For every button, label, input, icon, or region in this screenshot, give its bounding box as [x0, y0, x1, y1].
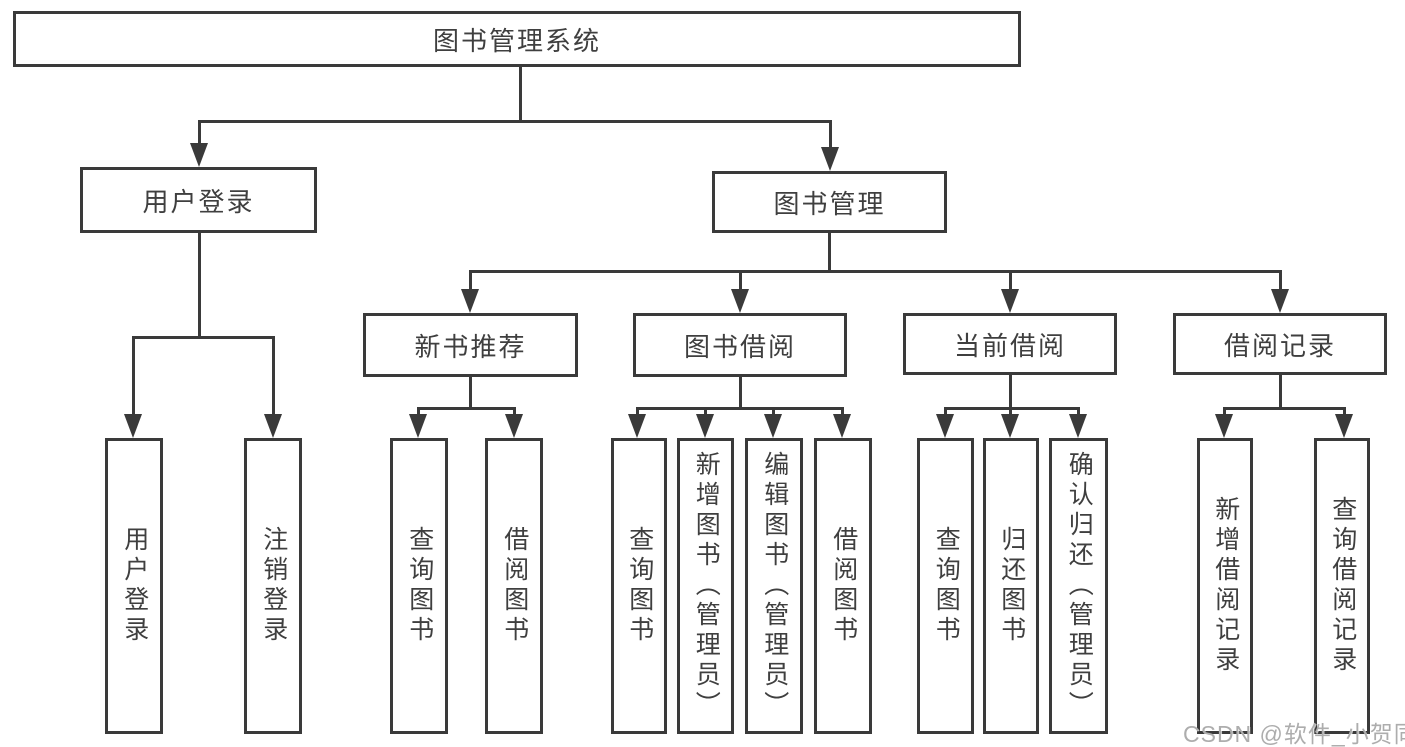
- connector-line: [198, 233, 201, 336]
- connector-line: [1009, 407, 1012, 416]
- arrow-down-icon: [696, 414, 714, 438]
- arrow-down-icon: [764, 414, 782, 438]
- node-label: 新书推荐: [414, 331, 527, 362]
- connector-line: [704, 407, 707, 416]
- arrow-down-icon: [1271, 289, 1289, 313]
- connector-line: [1223, 407, 1226, 416]
- leaf-user-login: 用户登录: [105, 438, 163, 734]
- leaf-borrow-query-books: 查询图书: [611, 438, 667, 734]
- node-label: 图书借阅: [683, 331, 796, 362]
- connector-line: [1077, 407, 1080, 416]
- arrow-down-icon: [833, 414, 851, 438]
- node-label: 查询图书: [405, 526, 434, 646]
- connector-line: [469, 270, 1281, 273]
- connector-line: [739, 270, 742, 291]
- connector-line: [1009, 270, 1012, 291]
- connector-line: [1279, 270, 1282, 291]
- arrow-down-icon: [628, 414, 646, 438]
- leaf-newbook-query-books: 查询图书: [390, 438, 448, 734]
- arrow-down-icon: [264, 414, 282, 438]
- node-book-borrowing: 图书借阅: [633, 313, 847, 377]
- leaf-logout: 注销登录: [244, 438, 302, 734]
- connector-line: [829, 120, 832, 149]
- node-label: 图书管理系统: [432, 25, 601, 56]
- connector-line: [132, 336, 274, 339]
- connector-line: [198, 120, 831, 123]
- node-label: 用户登录: [120, 526, 149, 646]
- connector-line: [1343, 407, 1346, 416]
- node-label: 确认归还（管理员）: [1065, 451, 1094, 721]
- connector-line: [944, 407, 947, 416]
- leaf-newbook-borrow-books: 借阅图书: [485, 438, 543, 734]
- node-label: 新增借阅记录: [1211, 496, 1240, 676]
- connector-line: [636, 407, 639, 416]
- connector-line: [944, 407, 1080, 410]
- connector-line: [1223, 407, 1346, 410]
- node-label: 借阅图书: [500, 526, 529, 646]
- node-label: 归还图书: [997, 526, 1026, 646]
- arrow-down-icon: [1001, 289, 1019, 313]
- connector-line: [828, 233, 831, 270]
- leaf-borrow-borrow-books: 借阅图书: [814, 438, 872, 734]
- connector-line: [272, 336, 275, 416]
- connector-line: [198, 120, 201, 145]
- node-book-management: 图书管理: [712, 171, 947, 233]
- connector-line: [417, 407, 420, 416]
- connector-line: [513, 407, 516, 416]
- node-user-login: 用户登录: [80, 167, 317, 233]
- connector-line: [132, 336, 135, 416]
- arrow-down-icon: [1001, 414, 1019, 438]
- csdn-watermark: CSDN @软件_小贺同学: [1183, 721, 1405, 747]
- node-label: 用户登录: [142, 186, 255, 217]
- arrow-down-icon: [936, 414, 954, 438]
- connector-line: [841, 407, 844, 416]
- arrow-down-icon: [190, 143, 208, 167]
- node-library-system: 图书管理系统: [13, 11, 1021, 67]
- arrow-down-icon: [409, 414, 427, 438]
- node-label: 查询图书: [625, 526, 654, 646]
- leaf-records-query-record: 查询借阅记录: [1314, 438, 1370, 734]
- leaf-current-query-books: 查询图书: [917, 438, 974, 734]
- arrow-down-icon: [124, 414, 142, 438]
- node-label: 图书管理: [773, 188, 886, 219]
- node-label: 借阅图书: [829, 526, 858, 646]
- connector-line: [1009, 375, 1012, 407]
- leaf-borrow-add-books-admin: 新增图书（管理员）: [677, 438, 734, 734]
- arrow-down-icon: [461, 289, 479, 313]
- arrow-down-icon: [821, 147, 839, 171]
- arrow-down-icon: [731, 289, 749, 313]
- arrow-down-icon: [1335, 414, 1353, 438]
- leaf-current-return-books: 归还图书: [983, 438, 1039, 734]
- node-current-borrowing: 当前借阅: [903, 313, 1117, 375]
- node-label: 编辑图书（管理员）: [760, 451, 789, 721]
- node-label: 借阅记录: [1223, 330, 1336, 361]
- arrow-down-icon: [1215, 414, 1233, 438]
- node-label: 查询图书: [932, 526, 961, 646]
- leaf-borrow-edit-books-admin: 编辑图书（管理员）: [745, 438, 803, 734]
- connector-line: [772, 407, 775, 416]
- connector-line: [1279, 375, 1282, 407]
- node-label: 新增图书（管理员）: [692, 451, 721, 721]
- arrow-down-icon: [505, 414, 523, 438]
- arrow-down-icon: [1069, 414, 1087, 438]
- node-label: 当前借阅: [953, 330, 1066, 361]
- node-label: 注销登录: [259, 526, 288, 646]
- leaf-records-add-record: 新增借阅记录: [1197, 438, 1253, 734]
- connector-line: [739, 377, 742, 407]
- node-borrowing-records: 借阅记录: [1173, 313, 1387, 375]
- connector-line: [469, 270, 472, 291]
- node-new-book-recommend: 新书推荐: [363, 313, 578, 377]
- connector-line: [636, 407, 844, 410]
- connector-line: [417, 407, 516, 410]
- connector-line: [469, 377, 472, 407]
- node-label: 查询借阅记录: [1328, 496, 1357, 676]
- leaf-current-confirm-return-admin: 确认归还（管理员）: [1049, 438, 1108, 734]
- connector-line: [519, 67, 522, 120]
